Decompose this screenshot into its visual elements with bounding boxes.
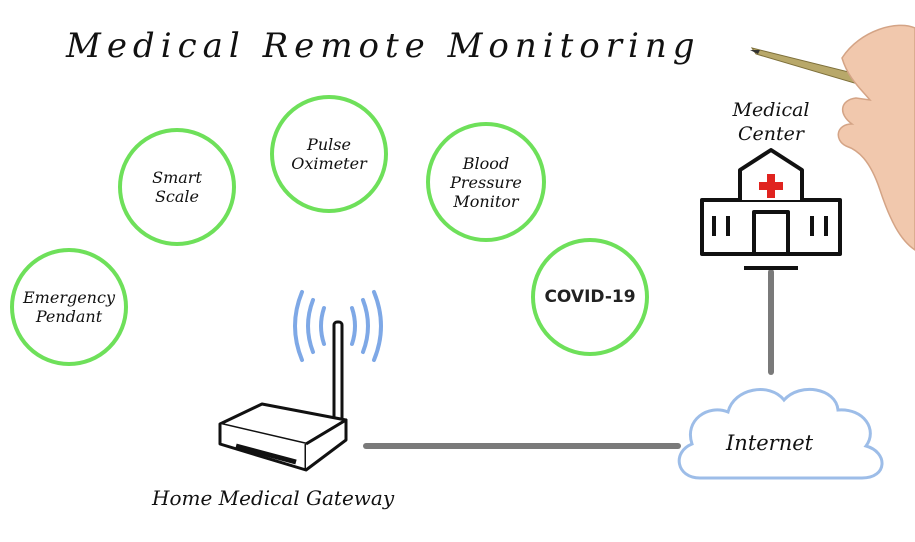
gateway-label: Home Medical Gateway <box>152 486 395 510</box>
device-smart-scale: Smart Scale <box>118 128 236 246</box>
device-label: Blood Pressure Monitor <box>450 153 522 211</box>
medical-center-label: Medical Center <box>732 99 810 145</box>
page-title: Medical Remote Monitoring <box>66 26 701 66</box>
device-label: Pulse Oximeter <box>291 135 367 173</box>
device-covid-19: COVID-19 <box>531 238 649 356</box>
device-label: Smart Scale <box>152 168 202 206</box>
hand-with-pen-icon <box>750 24 915 251</box>
device-blood-pressure-monitor: Blood Pressure Monitor <box>426 122 546 242</box>
red-cross-icon <box>759 174 783 198</box>
device-emergency-pendant: Emergency Pendant <box>10 248 128 366</box>
cloud-icon <box>677 387 884 480</box>
wifi-waves-icon <box>293 290 383 362</box>
internet-label: Internet <box>726 431 814 455</box>
device-label: COVID-19 <box>544 286 636 307</box>
wifi-router-icon <box>218 320 348 472</box>
device-pulse-oximeter: Pulse Oximeter <box>270 95 388 213</box>
hospital-icon <box>700 148 842 270</box>
device-label: Emergency Pendant <box>23 288 115 326</box>
